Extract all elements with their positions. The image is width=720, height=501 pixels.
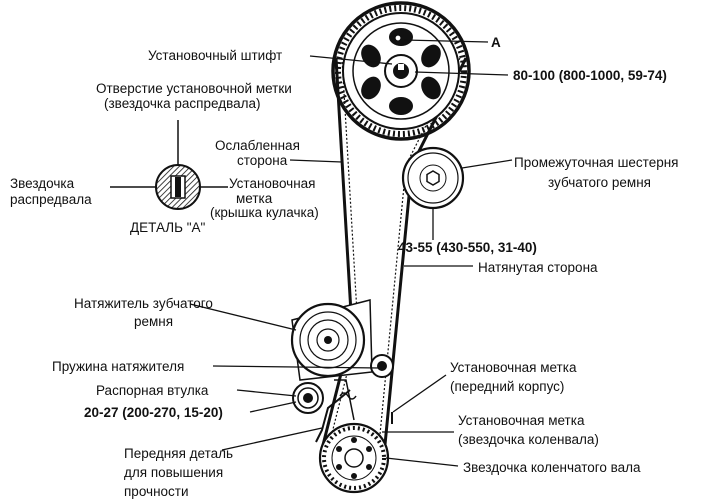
slack-side-label-line1: Ослабленная [215,138,300,153]
idler-label-line1: Промежуточная шестерня [514,155,679,170]
mark-hole-label-line2: (звездочка распредвала) [104,96,261,111]
detail-a-marker: A [491,35,501,50]
locating-pin-label: Установочный штифт [148,48,283,63]
front-part-label-line3: прочности [124,484,189,499]
detail-mark-label-line1: Установочная [229,176,316,191]
camshaft-sprocket [342,12,460,130]
idler-pulley [401,146,465,210]
detail-sprocket-label-line1: Звездочка [10,176,75,191]
belt-tensioner [290,299,394,443]
spacer-bushing-label: Распорная втулка [96,383,209,398]
tensioner-label-line2: ремня [134,314,174,329]
front-part-label-line2: для повышения [124,465,224,480]
crank-mark-label-line2: (звездочка коленвала) [458,432,599,447]
detail-sprocket-label-line2: распредвала [10,192,92,207]
tensioner-label-line1: Натяжитель зубчатого [74,296,213,311]
mark-hole-label-line1: Отверстие установочной метки [96,81,292,96]
idler-bolt-torque: 43-55 (430-550, 31-40) [398,240,537,255]
front-case [334,379,393,424]
crankshaft-sprocket-label: Звездочка коленчатого вала [463,460,641,475]
idler-label-line2: зубчатого ремня [548,175,651,190]
front-case-mark-label-line2: (передний корпус) [450,379,565,394]
front-part-label-line1: Передняя деталь [124,446,234,461]
spacer-bushing [292,382,324,414]
detail-a [110,120,228,210]
detail-mark-label-line3: (крышка кулачка) [210,205,319,220]
crank-mark-label-line1: Установочная метка [458,413,585,428]
front-case-mark-label-line1: Установочная метка [450,360,577,375]
leader-lines [189,39,513,467]
detail-mark-label-line2: метка [236,191,273,206]
spacer-bolt-torque: 20-27 (200-270, 15-20) [84,405,223,420]
detail-a-title: ДЕТАЛЬ "А" [130,220,206,235]
tight-side-label: Натянутая сторона [478,260,598,275]
crankshaft-sprocket [318,422,390,494]
tensioner-spring-label: Пружина натяжителя [52,359,185,374]
camshaft-bolt-torque: 80-100 (800-1000, 59-74) [513,68,667,83]
slack-side-label-line2: сторона [237,153,288,168]
